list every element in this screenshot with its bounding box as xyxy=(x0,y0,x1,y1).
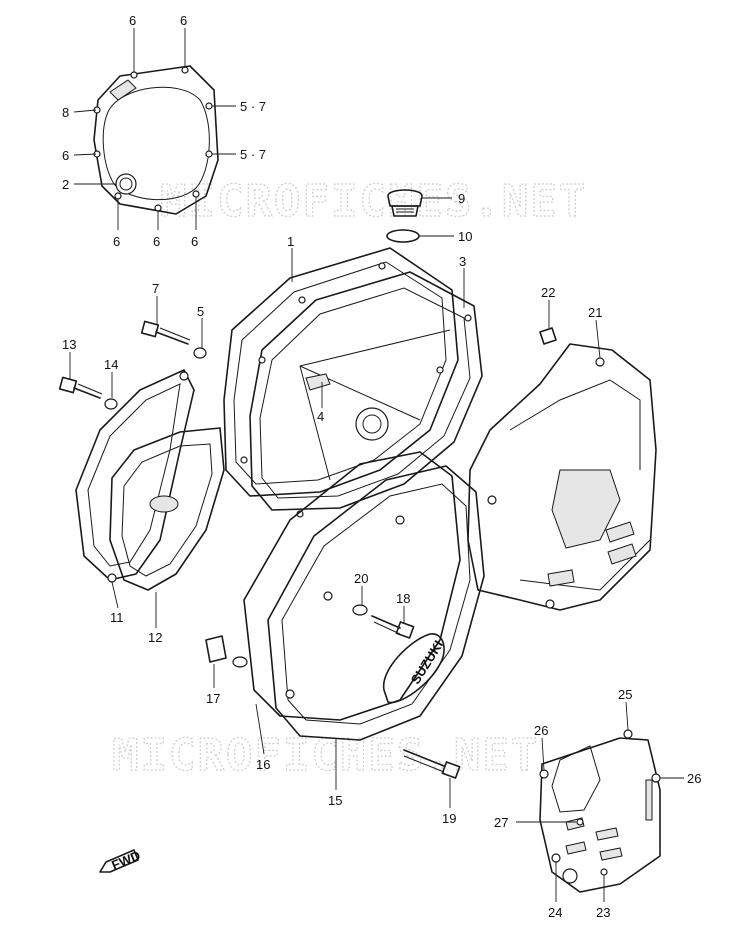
label-3: 3 xyxy=(459,254,466,269)
label-12: 12 xyxy=(148,630,162,645)
label-13: 13 xyxy=(62,337,76,352)
label-5-7-b: 5 · 7 xyxy=(240,147,266,162)
label-1: 1 xyxy=(287,234,294,249)
washer-20 xyxy=(352,604,368,616)
label-6-a: 6 xyxy=(129,13,136,28)
label-4: 4 xyxy=(317,409,324,424)
label-6-f: 6 xyxy=(191,234,198,249)
label-26-b: 26 xyxy=(687,771,701,786)
label-10: 10 xyxy=(458,229,472,244)
label-25: 25 xyxy=(618,687,632,702)
label-18: 18 xyxy=(396,591,410,606)
label-7: 7 xyxy=(152,281,159,296)
housing-cover-right xyxy=(467,343,657,611)
watermark-top: MICROFICHES.NET xyxy=(160,176,587,227)
label-6-e: 6 xyxy=(153,234,160,249)
generator-cover-gasket xyxy=(243,451,461,721)
label-24: 24 xyxy=(548,905,562,920)
o-ring xyxy=(386,229,420,243)
label-6-b: 6 xyxy=(180,13,187,28)
label-15: 15 xyxy=(328,793,342,808)
bolt-13 xyxy=(58,376,103,399)
label-9: 9 xyxy=(458,191,465,206)
generator-cover: SUZUKI xyxy=(267,465,485,741)
label-2: 2 xyxy=(62,177,69,192)
label-8: 8 xyxy=(62,105,69,120)
pump-gasket xyxy=(109,427,225,591)
label-16: 16 xyxy=(256,757,270,772)
pump-cover xyxy=(75,369,195,583)
washer-17 xyxy=(232,656,248,668)
label-19: 19 xyxy=(442,811,456,826)
label-23: 23 xyxy=(596,905,610,920)
label-14: 14 xyxy=(104,357,118,372)
clutch-cover-gasket xyxy=(223,247,459,497)
label-5-7-a: 5 · 7 xyxy=(240,99,266,114)
label-22: 22 xyxy=(541,285,555,300)
label-21: 21 xyxy=(588,305,602,320)
label-5: 5 xyxy=(197,304,204,319)
fwd-text: FWD xyxy=(109,848,142,873)
callout-labels: 6 6 8 5 · 7 6 5 · 7 2 6 6 6 9 10 1 3 22 … xyxy=(62,13,701,920)
bolt-19 xyxy=(403,749,461,779)
label-20: 20 xyxy=(354,571,368,586)
label-26-a: 26 xyxy=(534,723,548,738)
label-6-c: 6 xyxy=(62,148,69,163)
washer-14 xyxy=(104,398,118,410)
label-27: 27 xyxy=(494,815,508,830)
leader-lines xyxy=(69,28,684,902)
clutch-cover xyxy=(240,262,483,518)
dowel-pin-17 xyxy=(205,635,227,663)
bolt-18 xyxy=(371,615,415,639)
cover-plate-top xyxy=(93,65,219,215)
filler-cap xyxy=(387,189,423,217)
bolt-7 xyxy=(140,320,191,345)
dowel-pin-22 xyxy=(539,327,557,345)
guard-plate xyxy=(539,729,661,893)
label-11: 11 xyxy=(110,610,124,625)
forward-arrow: FWD xyxy=(99,848,143,873)
label-6-d: 6 xyxy=(113,234,120,249)
label-17: 17 xyxy=(206,691,220,706)
washer-5 xyxy=(193,347,207,359)
